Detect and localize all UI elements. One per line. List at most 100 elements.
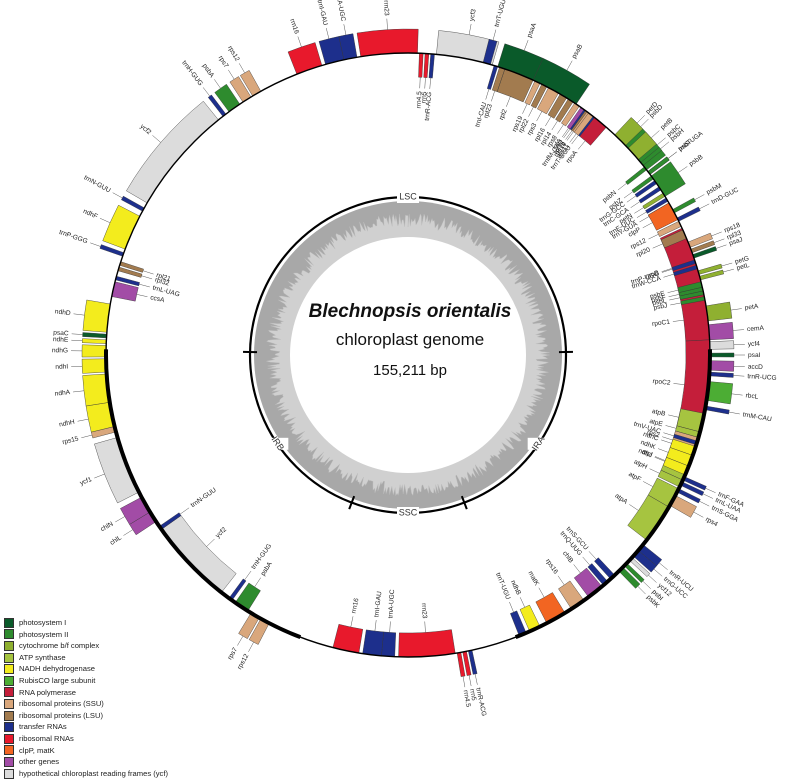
gene-leader-96 — [660, 142, 669, 149]
gene-leader-106 — [662, 269, 672, 272]
legend-item: ATP synthase — [4, 652, 234, 664]
gene-leader-53 — [81, 435, 92, 438]
gene-label-34: matK — [527, 570, 541, 587]
gene-leader-105 — [716, 245, 726, 249]
region-label-lsc: LSC — [399, 191, 417, 201]
gene-label-80: trnT-UGU — [494, 0, 508, 28]
gene-block-52 — [94, 437, 139, 503]
gene-label-73: rrn16 — [288, 18, 300, 35]
gene-label-1: psaA — [526, 22, 538, 39]
gene-leader-62 — [139, 284, 150, 287]
gene-leader-100 — [643, 223, 653, 228]
gene-leader-5 — [572, 135, 579, 144]
gene-block-58 — [82, 339, 106, 344]
gene-leader-16 — [699, 204, 709, 209]
gene-label-67: trnN-GUU — [83, 174, 112, 194]
gene-leader-103 — [711, 232, 721, 236]
gene-leader-40 — [425, 621, 426, 632]
gene-block-57 — [82, 345, 106, 357]
legend-swatch — [4, 769, 14, 779]
gene-leader-46 — [255, 578, 261, 587]
legend-swatch — [4, 653, 14, 663]
gene-leader-94 — [637, 115, 645, 123]
legend-label: photosystem I — [19, 619, 66, 627]
gene-label-70: psbA — [201, 63, 216, 80]
gene-leader-18 — [673, 320, 684, 321]
gene-label-114: petA — [744, 303, 759, 312]
gene-leader-124 — [663, 433, 674, 436]
gene-leader-98 — [668, 152, 677, 159]
gene-leader-21 — [655, 456, 665, 460]
gene-label-131: rps4 — [704, 516, 719, 528]
gene-label-122: atpB — [651, 408, 666, 418]
gene-leader-38 — [469, 675, 471, 686]
gene-block-40 — [399, 630, 456, 657]
gene-label-68: ycf2 — [139, 123, 153, 136]
gene-leader-121 — [729, 412, 740, 414]
gene-leader-25 — [659, 563, 667, 570]
gene-leader-12 — [634, 208, 643, 214]
gene-leader-125 — [661, 440, 671, 443]
gene-label-76: rrn23 — [382, 0, 390, 16]
gene-leader-115 — [733, 330, 744, 331]
gene-leader-34 — [539, 588, 544, 598]
gene-label-57: ndhG — [52, 347, 68, 354]
gene-leader-59 — [72, 334, 83, 335]
legend-item: photosystem I — [4, 617, 234, 629]
gene-leader-23 — [643, 481, 653, 486]
gene-leader-107 — [663, 274, 674, 277]
legend-item: other genes — [4, 756, 234, 768]
legend-swatch — [4, 618, 14, 628]
legend-item: cytochrome b/f complex — [4, 640, 234, 652]
legend-item: clpP, matK — [4, 745, 234, 757]
gene-block-119 — [709, 372, 733, 377]
gene-leader-26 — [654, 569, 662, 576]
legend-swatch — [4, 641, 14, 651]
gene-label-41: trnA-UGC — [387, 589, 396, 619]
gene-label-65: trnP-GGG — [58, 229, 88, 245]
gene-block-79 — [429, 54, 435, 78]
gene-label-118: accD — [748, 363, 763, 371]
gene-leader-70 — [214, 79, 220, 88]
gene-label-55: ndhA — [54, 389, 71, 398]
gene-block-121 — [705, 406, 729, 414]
gene-leader-89 — [557, 125, 563, 134]
species-name: Blechnopsis orientalis — [309, 301, 512, 322]
gene-label-0: ycf3 — [469, 8, 478, 22]
gene-leader-66 — [100, 218, 110, 222]
gene-leader-84 — [522, 104, 527, 114]
gene-label-35: ndhB — [509, 579, 522, 596]
legend-swatch — [4, 734, 14, 744]
gene-leader-49 — [180, 508, 189, 514]
gene-block-78 — [424, 53, 429, 77]
gene-label-74: trnI-GAU — [316, 0, 329, 26]
gene-label-48: ycf2 — [214, 526, 228, 540]
gene-leader-50 — [123, 530, 132, 536]
legend-swatch — [4, 722, 14, 732]
gene-leader-68 — [152, 135, 160, 142]
gene-leader-7 — [657, 138, 665, 145]
region-label-ssc: SSC — [399, 507, 418, 517]
gene-label-120: rbcL — [745, 392, 759, 401]
gene-leader-123 — [666, 425, 677, 428]
gene-label-42: trnI-GAU — [373, 591, 383, 618]
gene-leader-82 — [491, 91, 494, 101]
gene-label-69: trnH-GUG — [180, 60, 204, 88]
gene-block-114 — [706, 302, 732, 321]
gene-label-44: rps12 — [236, 653, 250, 671]
gene-leader-75 — [344, 24, 346, 35]
gene-leader-35 — [520, 597, 525, 607]
gene-leader-130 — [699, 501, 709, 506]
gene-leader-119 — [733, 375, 744, 376]
legend-swatch — [4, 687, 14, 697]
gene-leader-61 — [137, 294, 148, 296]
gene-label-19: rpoC2 — [652, 378, 671, 387]
legend-swatch — [4, 745, 14, 755]
gene-block-48 — [161, 516, 236, 593]
gene-label-40: rrn23 — [420, 603, 428, 619]
gene-leader-39 — [463, 676, 465, 687]
gene-leader-99 — [678, 166, 687, 172]
legend-label: ATP synthase — [19, 654, 66, 662]
legend-swatch — [4, 629, 14, 639]
gene-leader-14 — [640, 217, 650, 222]
